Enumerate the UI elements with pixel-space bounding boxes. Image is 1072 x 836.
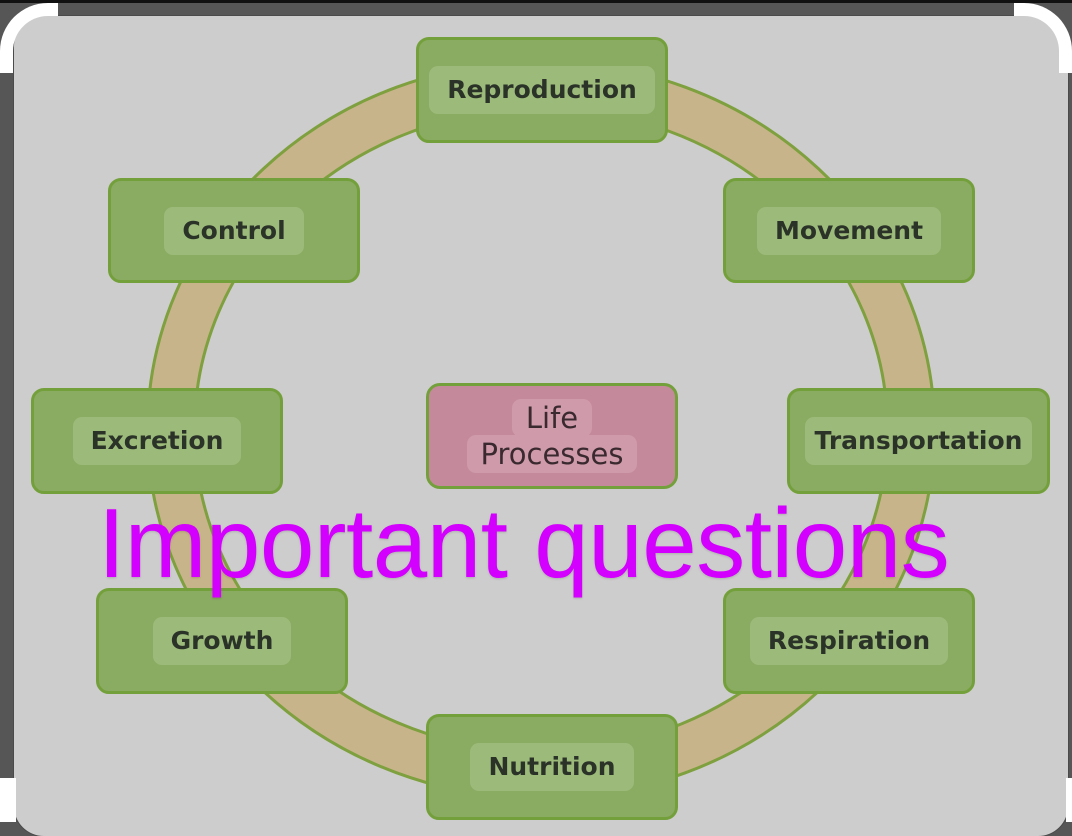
node-label: Respiration bbox=[749, 617, 949, 665]
node-transportation: Transportation bbox=[787, 388, 1050, 494]
node-reproduction: Reproduction bbox=[416, 37, 668, 143]
image-viewport: Reproduction Movement Transportation Res… bbox=[14, 16, 1068, 836]
node-nutrition: Nutrition bbox=[426, 714, 678, 820]
node-label: Movement bbox=[756, 206, 942, 255]
node-label: Control bbox=[164, 206, 304, 255]
top-edge-strip bbox=[0, 0, 1072, 3]
center-label-line2: Processes bbox=[466, 435, 638, 473]
node-control: Control bbox=[108, 178, 360, 283]
node-label: Transportation bbox=[804, 417, 1033, 465]
node-movement: Movement bbox=[723, 178, 975, 283]
node-excretion: Excretion bbox=[31, 388, 283, 494]
crop-edge-bottom-left bbox=[0, 778, 16, 822]
node-label: Excretion bbox=[72, 417, 242, 465]
crop-corner-top-right bbox=[1014, 3, 1072, 73]
center-label-line1: Life bbox=[511, 399, 593, 437]
overlay-caption: Important questions bbox=[98, 488, 950, 598]
node-label: Reproduction bbox=[429, 66, 655, 114]
crop-edge-bottom-right bbox=[1066, 778, 1072, 822]
node-respiration: Respiration bbox=[723, 588, 975, 694]
center-node-life-processes: Life Processes bbox=[426, 383, 678, 489]
node-label: Nutrition bbox=[470, 743, 634, 791]
node-growth: Growth bbox=[96, 588, 348, 694]
crop-corner-top-left bbox=[0, 3, 58, 73]
node-label: Growth bbox=[152, 617, 292, 665]
